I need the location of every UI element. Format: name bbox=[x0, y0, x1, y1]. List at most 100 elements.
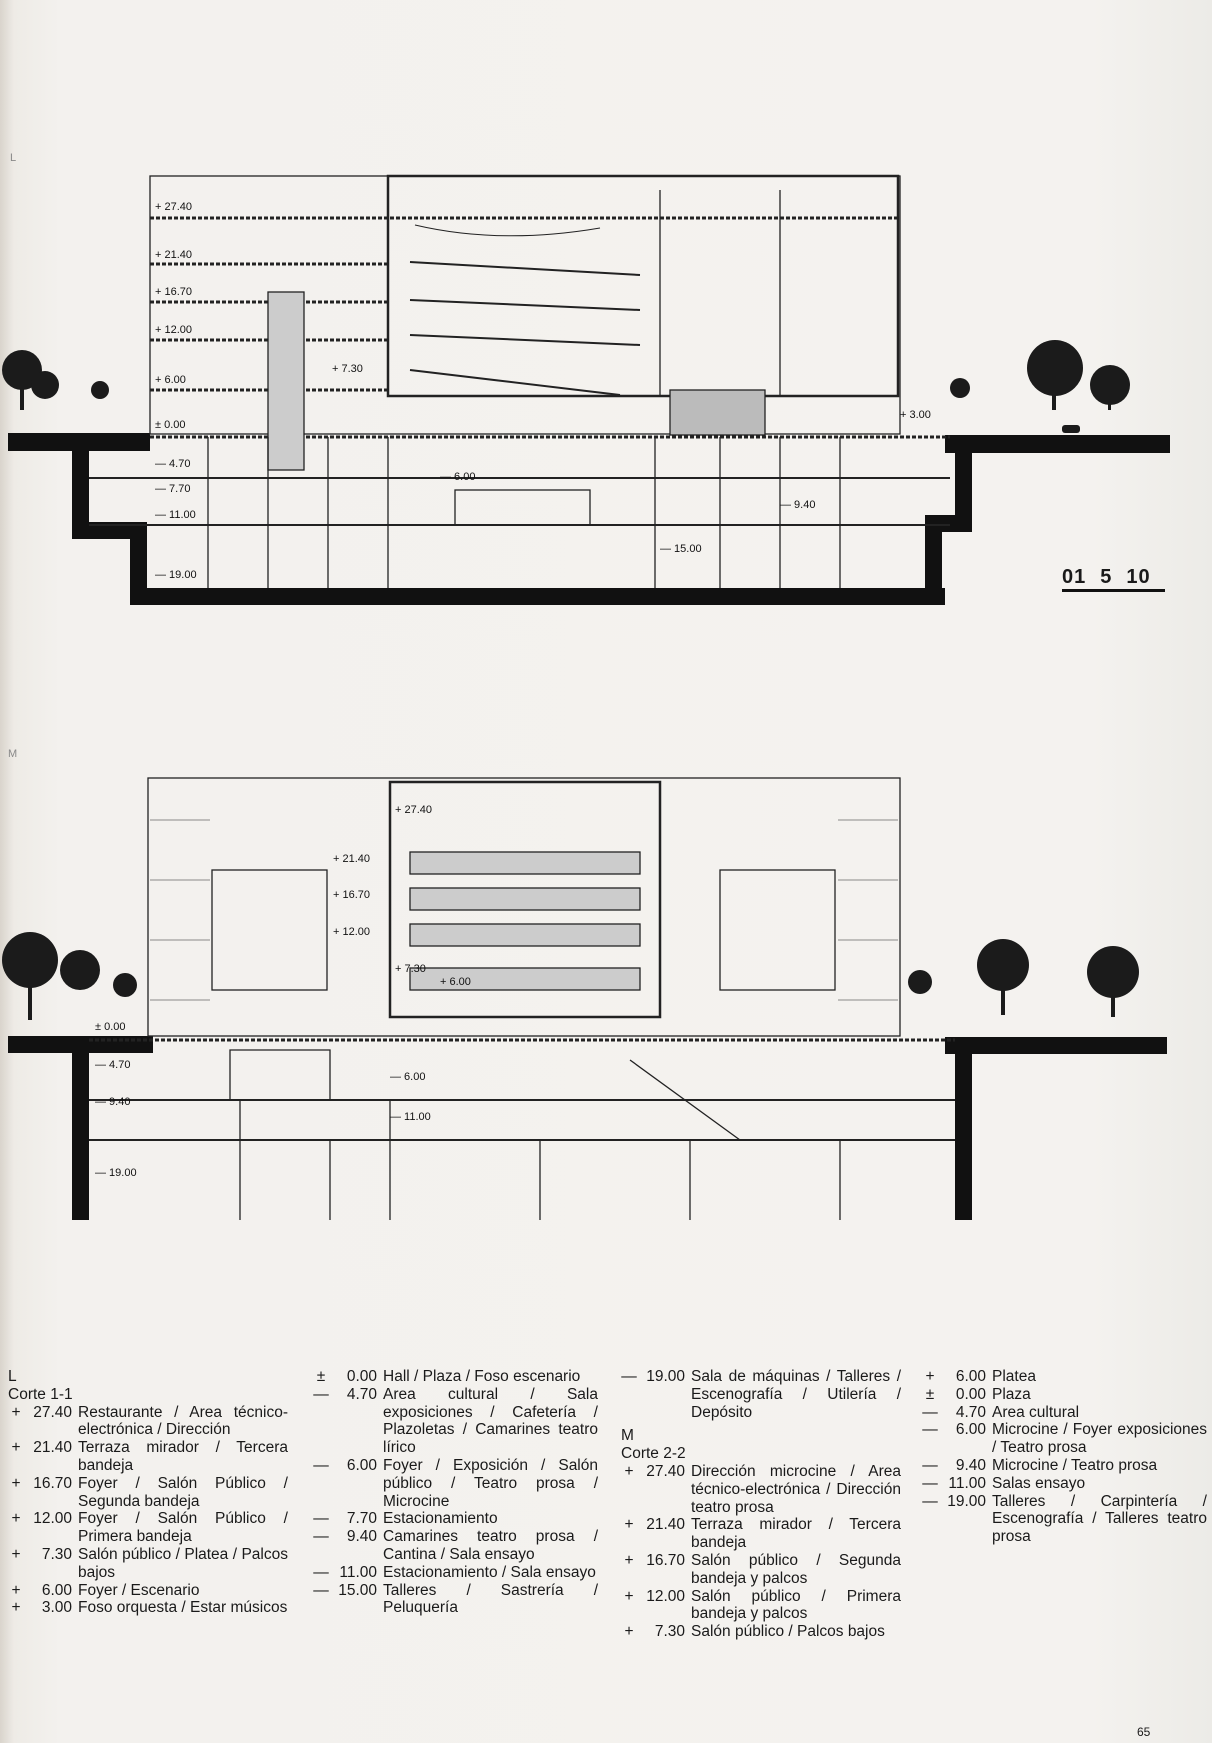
trees-right bbox=[908, 939, 1139, 1017]
level-description: Area cultural / Sala exposiciones / Cafe… bbox=[383, 1385, 598, 1457]
legend-entry: +7.30 Salón público / Platea / Palcos baj… bbox=[8, 1546, 288, 1582]
elevation-labels: + 27.40 + 21.40 + 16.70 + 12.00 + 7.30 +… bbox=[95, 804, 471, 1179]
level-label: ± 0.00 bbox=[95, 1021, 126, 1033]
level-label: + 16.70 bbox=[155, 286, 192, 298]
level-sign: + bbox=[11, 1510, 21, 1528]
margin-mark-m: M bbox=[8, 748, 18, 760]
level-label: + 7.30 bbox=[395, 963, 426, 975]
trees-left bbox=[2, 932, 137, 1020]
trees-left bbox=[2, 350, 109, 410]
level-description: Foyer / Exposición / Salón público / Tea… bbox=[383, 1456, 598, 1510]
level-description: Camarines teatro prosa / Cantina / Sala … bbox=[383, 1528, 598, 1563]
scale-label: 5 bbox=[1100, 566, 1113, 588]
level-sign: — bbox=[922, 1456, 938, 1474]
section-title: Corte 1-1 bbox=[8, 1385, 73, 1403]
level-label: + 16.70 bbox=[333, 889, 370, 901]
level-label: + 6.00 bbox=[440, 976, 471, 988]
level-sign: + bbox=[11, 1403, 21, 1421]
level-sign: — bbox=[313, 1581, 329, 1599]
level-label: — 4.70 bbox=[155, 458, 190, 470]
level-description: Microcine / Foyer exposiciones / Teatro … bbox=[992, 1421, 1207, 1457]
section-2-2-drawing: + 27.40 + 21.40 + 16.70 + 12.00 + 7.30 +… bbox=[2, 777, 1167, 1220]
level-sign: — bbox=[313, 1510, 329, 1528]
scale-label: 01 bbox=[1062, 566, 1087, 588]
level-value: 11.00 bbox=[339, 1563, 377, 1581]
section-letter: L bbox=[8, 1368, 17, 1385]
level-label: — 19.00 bbox=[155, 569, 197, 581]
level-value: 15.00 bbox=[338, 1581, 377, 1599]
trees-right bbox=[950, 340, 1130, 433]
level-label: + 27.40 bbox=[395, 804, 432, 816]
level-sign: — bbox=[621, 1368, 637, 1385]
level-value: 11.00 bbox=[948, 1474, 986, 1492]
level-sign: + bbox=[11, 1599, 21, 1617]
level-value: 9.40 bbox=[346, 1528, 377, 1546]
level-label: + 7.30 bbox=[332, 363, 363, 375]
level-sign: + bbox=[11, 1439, 21, 1457]
level-description: Sala de máquinas / Talleres / Escenograf… bbox=[691, 1368, 901, 1421]
level-description: Plaza bbox=[992, 1385, 1031, 1403]
level-description: Hall / Plaza / Foso escenario bbox=[383, 1368, 581, 1385]
level-label: ± 0.00 bbox=[155, 419, 186, 431]
level-sign: + bbox=[925, 1368, 935, 1385]
level-label: — 9.40 bbox=[95, 1096, 130, 1108]
section-title: Corte 2-2 bbox=[621, 1445, 686, 1463]
level-description: Foyer / Salón Público / Segunda bandeja bbox=[78, 1474, 288, 1510]
level-label: — 9.40 bbox=[780, 499, 815, 511]
level-description: Salón público / Segunda bandeja y palcos bbox=[691, 1551, 901, 1587]
section-letter: M bbox=[621, 1427, 634, 1445]
level-label: + 12.00 bbox=[333, 926, 370, 938]
level-label: + 21.40 bbox=[155, 249, 192, 261]
level-value: 27.40 bbox=[33, 1403, 72, 1421]
ground-and-basement bbox=[8, 433, 1170, 605]
level-sign: ± bbox=[316, 1368, 326, 1385]
level-value: 0.00 bbox=[955, 1385, 986, 1403]
level-value: 7.30 bbox=[41, 1545, 72, 1563]
level-sign: — bbox=[313, 1456, 329, 1474]
level-label: — 4.70 bbox=[95, 1059, 130, 1071]
level-value: 3.00 bbox=[41, 1599, 72, 1617]
level-label: — 6.00 bbox=[390, 1071, 425, 1083]
level-description: Salón público / Platea / Palcos bajos bbox=[78, 1545, 288, 1581]
level-description: Foyer / Salón Público / Primera bandeja bbox=[78, 1510, 288, 1546]
level-label: + 12.00 bbox=[155, 324, 192, 336]
margin-mark-l: L bbox=[10, 152, 17, 164]
level-description: Salas ensayo bbox=[992, 1474, 1086, 1492]
level-value: 12.00 bbox=[33, 1510, 72, 1528]
level-value: 4.70 bbox=[346, 1385, 377, 1403]
level-value: 16.70 bbox=[33, 1474, 72, 1492]
building-section bbox=[89, 174, 950, 588]
level-sign: + bbox=[624, 1462, 634, 1480]
level-description: Dirección microcine / Area técnico-elect… bbox=[691, 1462, 901, 1516]
scale-label: 10 bbox=[1126, 566, 1151, 588]
level-sign: + bbox=[624, 1587, 634, 1605]
level-sign: — bbox=[922, 1403, 938, 1421]
level-sign: + bbox=[624, 1623, 634, 1641]
level-sign: + bbox=[11, 1545, 21, 1563]
level-sign: + bbox=[624, 1551, 634, 1569]
level-sign: — bbox=[922, 1492, 938, 1510]
level-value: 21.40 bbox=[33, 1439, 72, 1457]
level-description: Foyer / Escenario bbox=[78, 1581, 200, 1599]
level-sign: — bbox=[313, 1528, 329, 1546]
